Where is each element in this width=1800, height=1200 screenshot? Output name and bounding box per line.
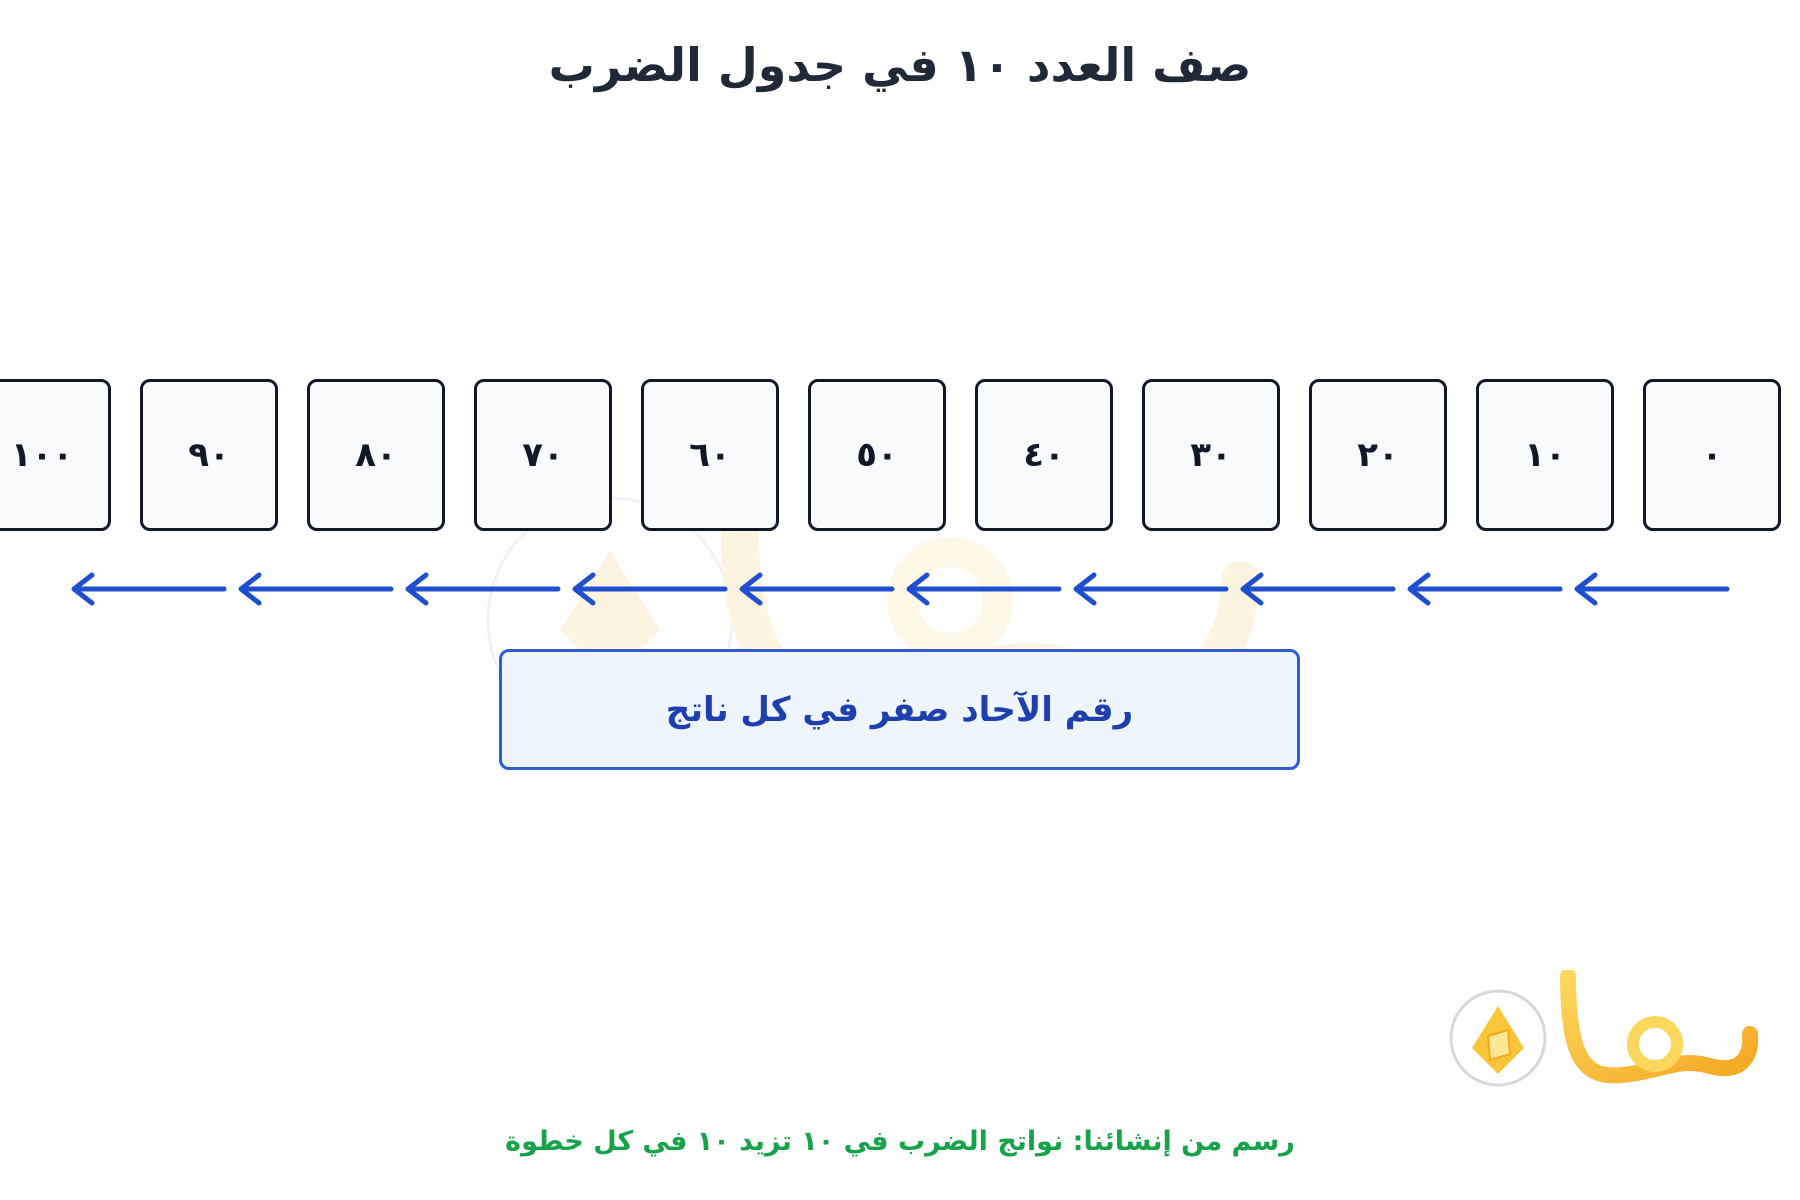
brand-logo xyxy=(1440,968,1760,1104)
multiple-box: ٥٠ xyxy=(808,379,946,531)
step-arrow xyxy=(238,572,394,606)
step-arrow xyxy=(1574,572,1730,606)
step-arrow xyxy=(1073,572,1229,606)
multiple-box: ٦٠ xyxy=(641,379,779,531)
step-arrow xyxy=(405,572,561,606)
multiple-box: ١٠ xyxy=(1476,379,1614,531)
multiple-box: ٢٠ xyxy=(1309,379,1447,531)
multiple-box: ٠ xyxy=(1643,379,1781,531)
multiple-box: ٤٠ xyxy=(975,379,1113,531)
multiple-box: ٨٠ xyxy=(307,379,445,531)
units-digit-note: رقم الآحاد صفر في كل ناتج xyxy=(499,649,1300,770)
step-arrow xyxy=(71,572,227,606)
step-arrow xyxy=(572,572,728,606)
step-arrow xyxy=(1240,572,1396,606)
step-arrow xyxy=(739,572,895,606)
multiple-box: ٣٠ xyxy=(1142,379,1280,531)
multiple-box: ٩٠ xyxy=(140,379,278,531)
step-arrow xyxy=(906,572,1062,606)
caption: رسم من إنشائنا: نواتج الضرب في ١٠ تزيد ١… xyxy=(505,1126,1295,1157)
diagram-title: صف العدد ١٠ في جدول الضرب xyxy=(548,38,1252,92)
step-arrow xyxy=(1407,572,1563,606)
multiple-box: ٧٠ xyxy=(474,379,612,531)
multiple-box: ١٠٠ xyxy=(0,379,111,531)
